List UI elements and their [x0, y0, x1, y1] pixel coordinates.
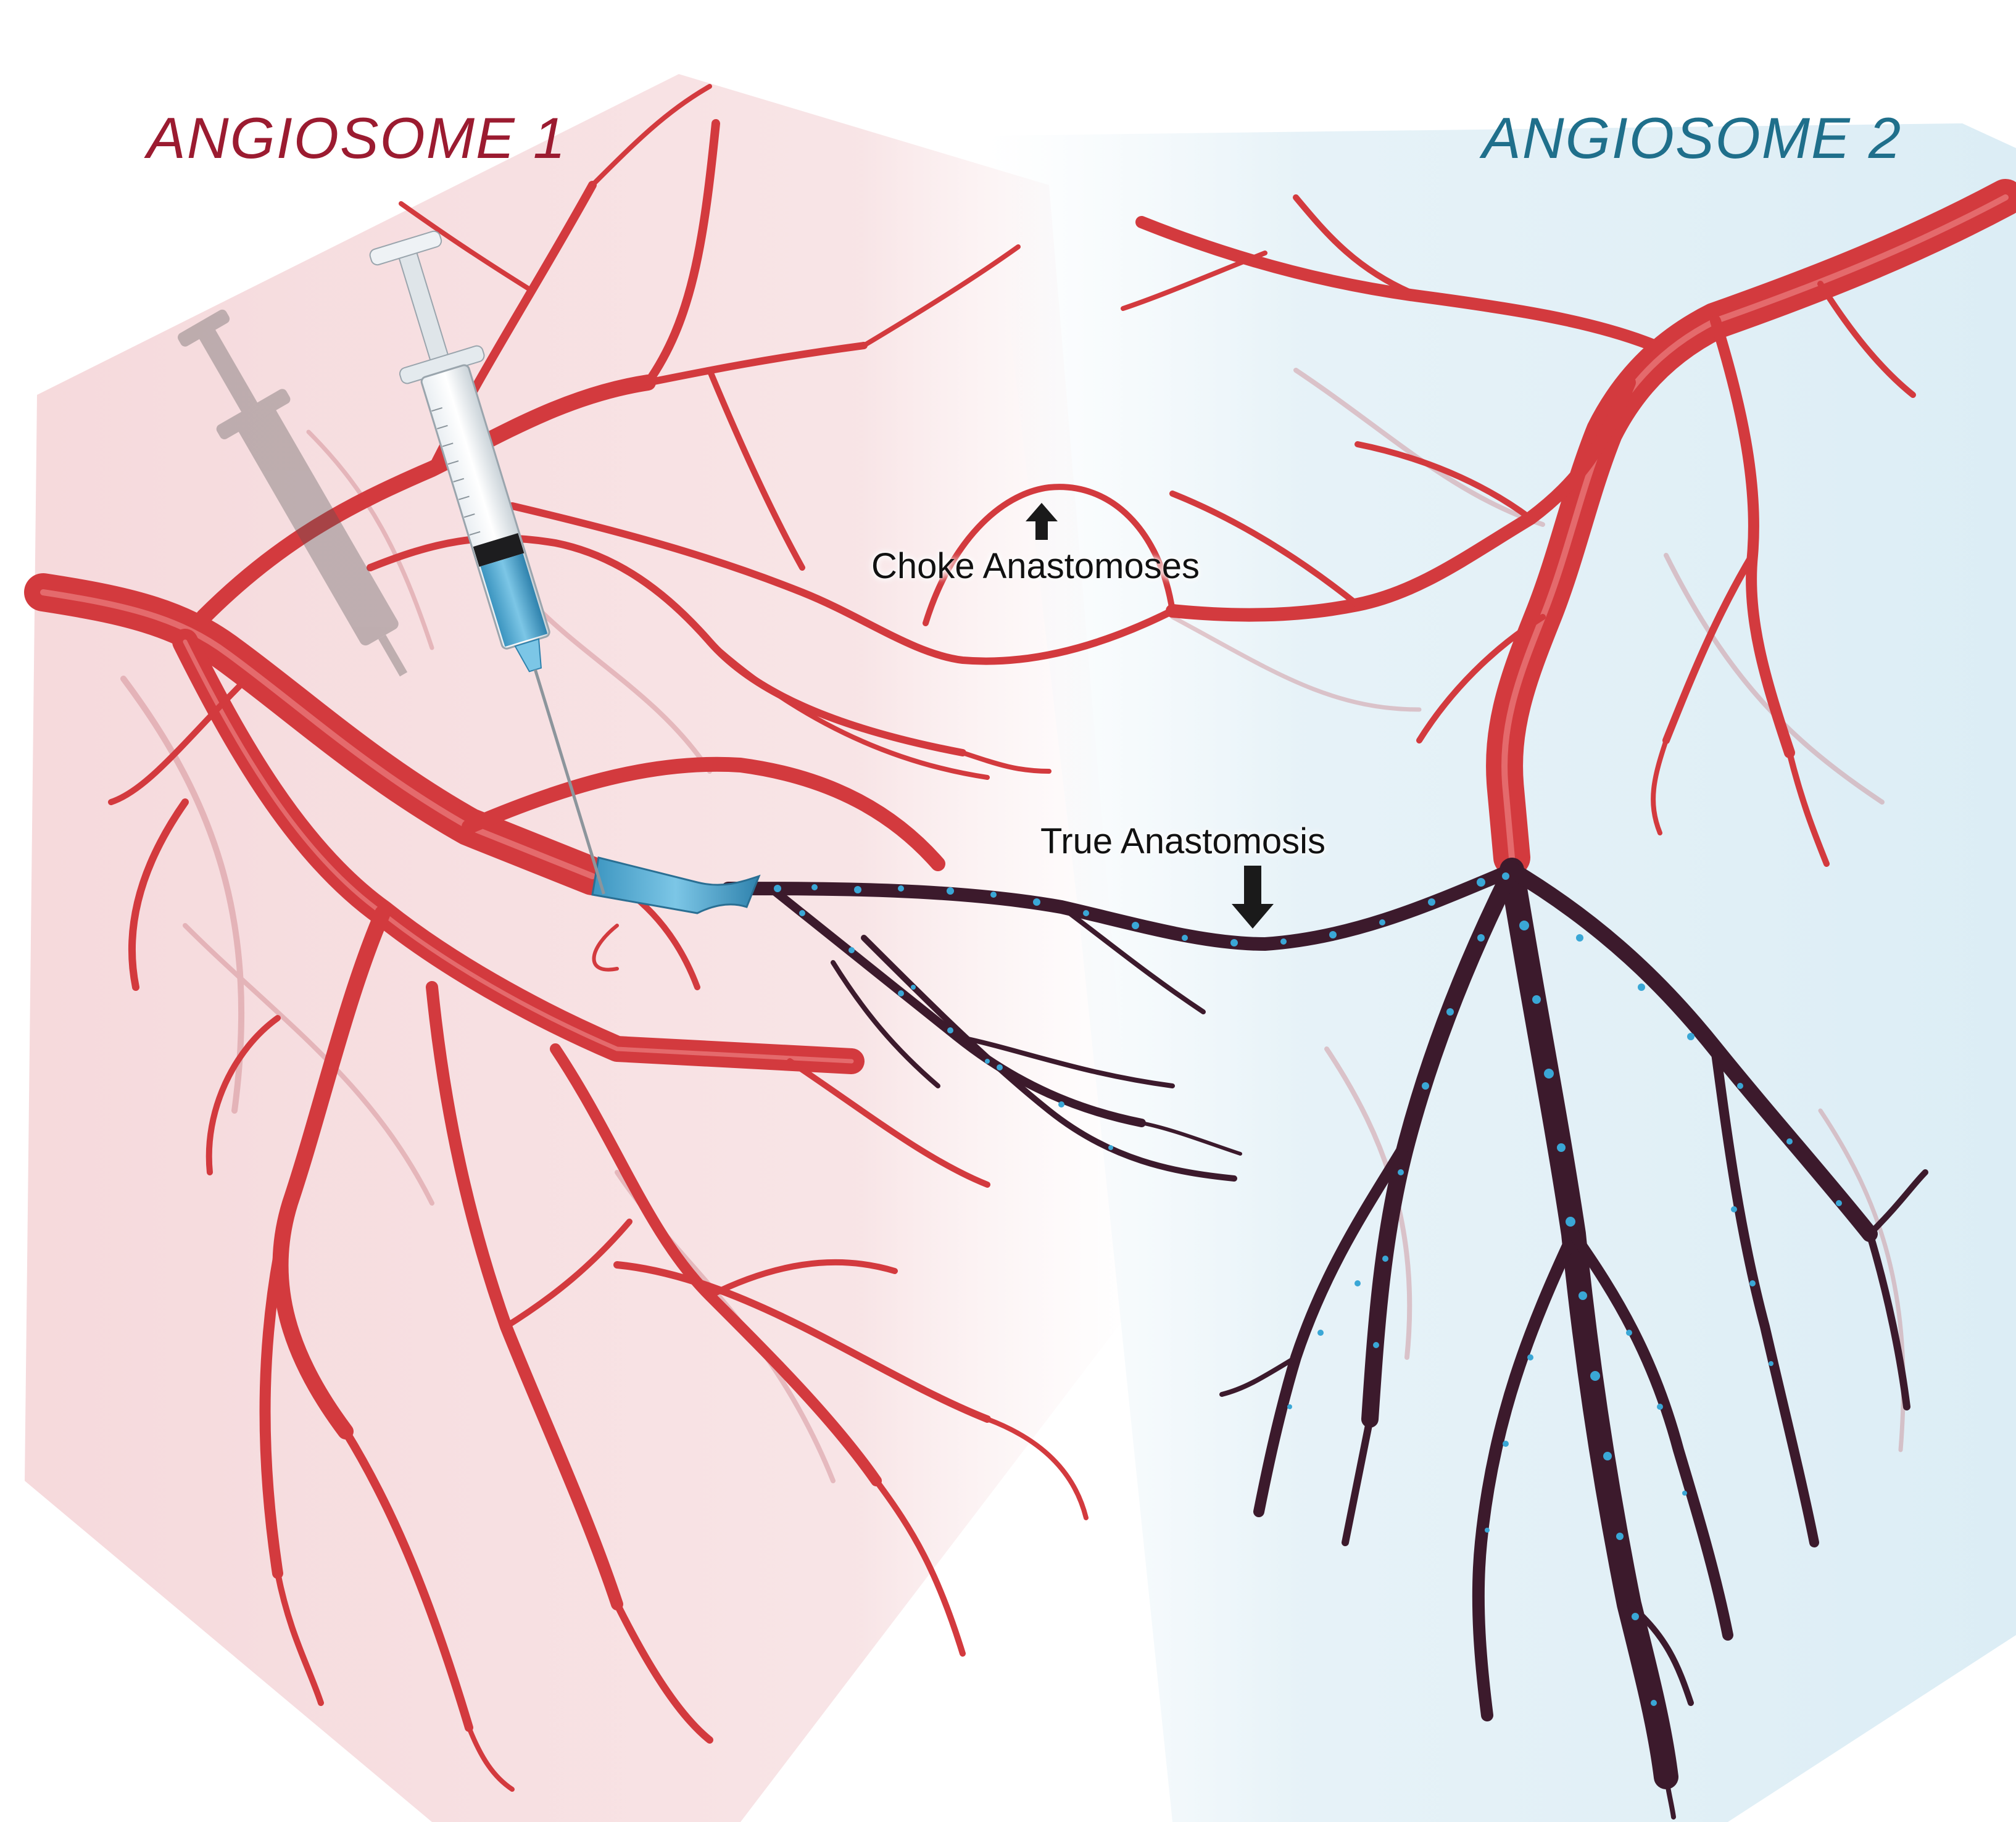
syringe-shadow	[178, 309, 408, 677]
dye-filled-vessel-tree	[721, 858, 1928, 1820]
choke-anastomoses-label: Choke Anastomoses	[871, 546, 1200, 586]
syringe-icon	[369, 230, 605, 895]
down-arrow-icon	[1232, 866, 1274, 929]
up-arrow-icon	[1026, 503, 1058, 540]
choke-loop-upper	[508, 502, 1176, 665]
dye-particles	[774, 872, 1842, 1706]
true-anastomosis-vessel	[721, 863, 1519, 951]
choke-loop-arc	[923, 484, 1176, 626]
true-anastomosis-label: True Anastomosis	[1040, 821, 1326, 861]
angiosome-2-title: ANGIOSOME 2	[1482, 106, 1902, 170]
angiosome-1-territory	[25, 74, 1142, 1822]
angiosome-2-territory	[987, 123, 2016, 1822]
angiosome-1-title: ANGIOSOME 1	[147, 106, 567, 170]
angiosome-2-vessel-tree	[1121, 179, 2016, 876]
angiosome-1-vessel-tree	[24, 84, 1176, 1792]
injected-dye	[591, 856, 761, 914]
